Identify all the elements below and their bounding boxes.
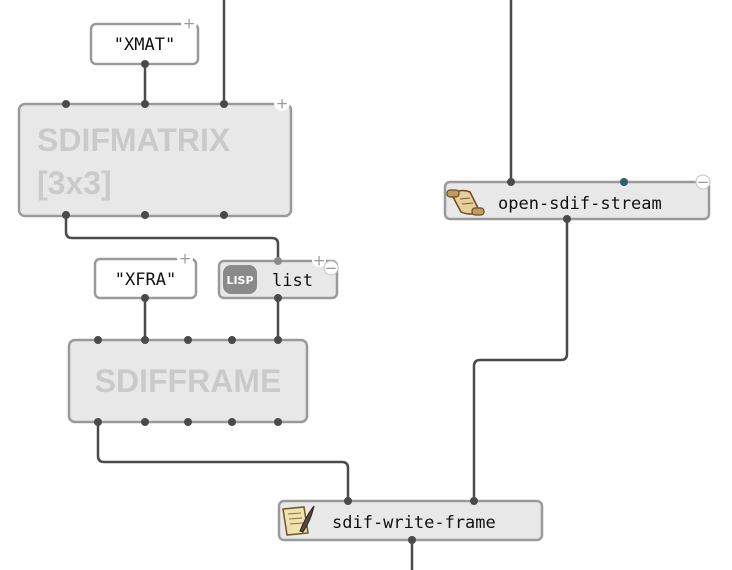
sdifmatrix-outlet-1[interactable] — [62, 211, 70, 219]
sdifframe-outlet-4[interactable] — [228, 418, 236, 426]
sdifframe-inlet-2[interactable] — [141, 336, 149, 344]
sdifframe-outlet-2[interactable] — [141, 418, 149, 426]
sdifframe-box[interactable]: SDIFFRAME — [67, 336, 309, 426]
sdifframe-outlet-1[interactable] — [94, 418, 102, 426]
sdif-write-frame-label: sdif-write-frame — [332, 513, 496, 533]
lisp-icon-label: LISP — [226, 274, 253, 287]
xmat-value-label: "XMAT" — [114, 35, 175, 55]
svg-text:−: − — [697, 173, 710, 191]
sdifmatrix-sublabel: [3x3] — [37, 165, 112, 201]
sdifmatrix-outlet-3[interactable] — [220, 211, 228, 219]
sdifmatrix-inlet-3[interactable] — [220, 100, 228, 108]
sdifmatrix-inlet-1[interactable] — [62, 100, 70, 108]
quill-paper-icon — [282, 505, 315, 536]
open-sdif-stream-box[interactable]: open-sdif-stream − — [443, 173, 711, 223]
sdif-write-frame-outlet[interactable] — [408, 536, 416, 544]
list-add-button[interactable]: + — [312, 252, 326, 270]
sdif-write-frame-box[interactable]: sdif-write-frame — [277, 497, 544, 544]
list-inlet[interactable] — [274, 257, 282, 265]
sdif-write-frame-inlet-2[interactable] — [470, 497, 478, 505]
connection-sdifframe-to-sdif-write-frame[interactable] — [96, 422, 350, 501]
sdifmatrix-outlet-2[interactable] — [141, 211, 149, 219]
connection-open-sdif-stream-to-sdif-write-frame[interactable] — [472, 219, 569, 501]
sdifframe-outlet-5[interactable] — [274, 418, 282, 426]
xmat-add-button[interactable]: + — [181, 15, 197, 33]
svg-text:+: + — [313, 252, 326, 270]
sdifmatrix-inlet-2[interactable] — [141, 100, 149, 108]
sdif-write-frame-inlet-1[interactable] — [344, 497, 352, 505]
xfra-value-box[interactable]: "XFRA" + — [93, 250, 198, 303]
svg-text:+: + — [183, 15, 196, 33]
list-box[interactable]: LISP list + − — [217, 252, 339, 303]
list-remove-button[interactable]: − — [323, 259, 339, 277]
sdifframe-label: SDIFFRAME — [95, 363, 282, 399]
sdifmatrix-label: SDIFMATRIX — [37, 122, 231, 158]
xmat-value-box[interactable]: "XMAT" + — [89, 15, 200, 69]
xmat-outlet[interactable] — [141, 60, 149, 68]
lisp-icon — [223, 265, 257, 294]
sdifframe-outlet-3[interactable] — [184, 418, 192, 426]
connection-sdifmatrix-to-list[interactable] — [64, 215, 280, 261]
svg-text:+: + — [276, 95, 289, 113]
sdifframe-inlet-3[interactable] — [184, 336, 192, 344]
list-label: list — [272, 271, 313, 291]
open-sdif-stream-inlet-2[interactable] — [620, 178, 628, 186]
svg-text:−: − — [325, 259, 338, 277]
sdifframe-inlet-4[interactable] — [228, 336, 236, 344]
svg-text:+: + — [179, 250, 192, 268]
open-sdif-stream-label: open-sdif-stream — [498, 194, 662, 214]
xfra-value-label: "XFRA" — [115, 270, 176, 290]
scroll-icon — [446, 189, 485, 216]
xfra-outlet[interactable] — [141, 294, 149, 302]
sdifmatrix-add-button[interactable]: + — [274, 95, 290, 113]
open-sdif-stream-inlet-1[interactable] — [507, 178, 515, 186]
sdifframe-inlet-1[interactable] — [94, 336, 102, 344]
list-outlet[interactable] — [274, 294, 282, 302]
open-sdif-stream-remove-button[interactable]: − — [695, 173, 711, 191]
sdifframe-inlet-5[interactable] — [274, 336, 282, 344]
xfra-add-button[interactable]: + — [177, 250, 193, 268]
sdifmatrix-box[interactable]: SDIFMATRIX [3x3] + — [17, 95, 293, 220]
open-sdif-stream-outlet[interactable] — [563, 215, 571, 223]
